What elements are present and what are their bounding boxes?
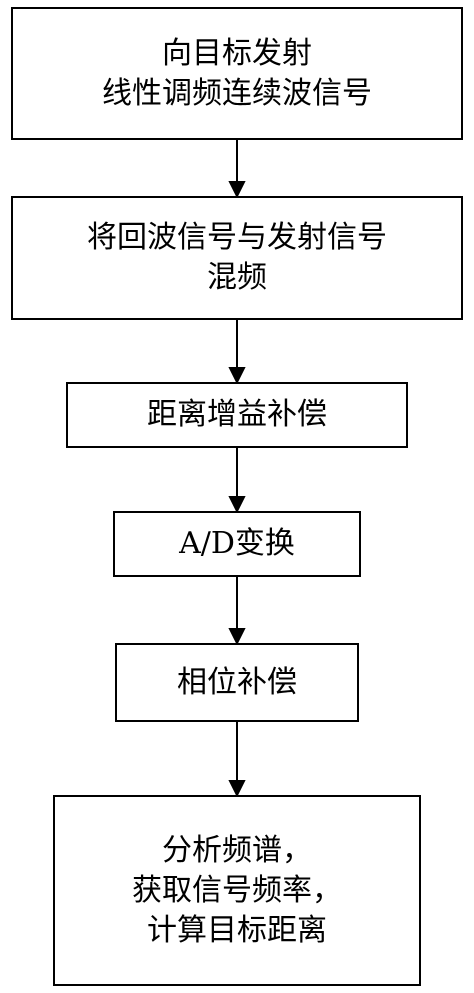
step-emit-signal-line-2: 线性调频连续波信号 [102,75,372,111]
step-emit-signal: 向目标发射 线性调频连续波信号 [11,7,463,140]
step-range-gain-compensation: 距离增益补偿 [66,382,408,448]
step-ad-conversion-label: A/D变换 [179,526,295,561]
step-mix-signals-line-2: 混频 [207,260,267,295]
arrowhead-3-4 [228,496,246,514]
step-analyze-spectrum-line-1: 分析频谱， [162,832,312,868]
step-analyze-spectrum-line-3: 计算目标距离 [147,912,327,948]
step-ad-conversion: A/D变换 [113,511,361,577]
arrowhead-4-5 [228,628,246,646]
step-mix-signals: 将回波信号与发射信号 混频 [11,196,463,320]
step-range-gain-compensation-label: 距离增益补偿 [147,397,327,432]
step-emit-signal-line-1: 向目标发射 [162,35,312,71]
arrowhead-1-2 [228,181,246,199]
step-phase-compensation-label: 相位补偿 [177,664,297,700]
arrowhead-5-6 [228,780,246,798]
arrowhead-2-3 [228,367,246,385]
step-analyze-spectrum: 分析频谱， 获取信号频率， 计算目标距离 [53,795,421,986]
step-mix-signals-line-1: 将回波信号与发射信号 [87,220,387,255]
step-analyze-spectrum-line-2: 获取信号频率， [132,872,342,908]
step-phase-compensation: 相位补偿 [115,643,359,722]
